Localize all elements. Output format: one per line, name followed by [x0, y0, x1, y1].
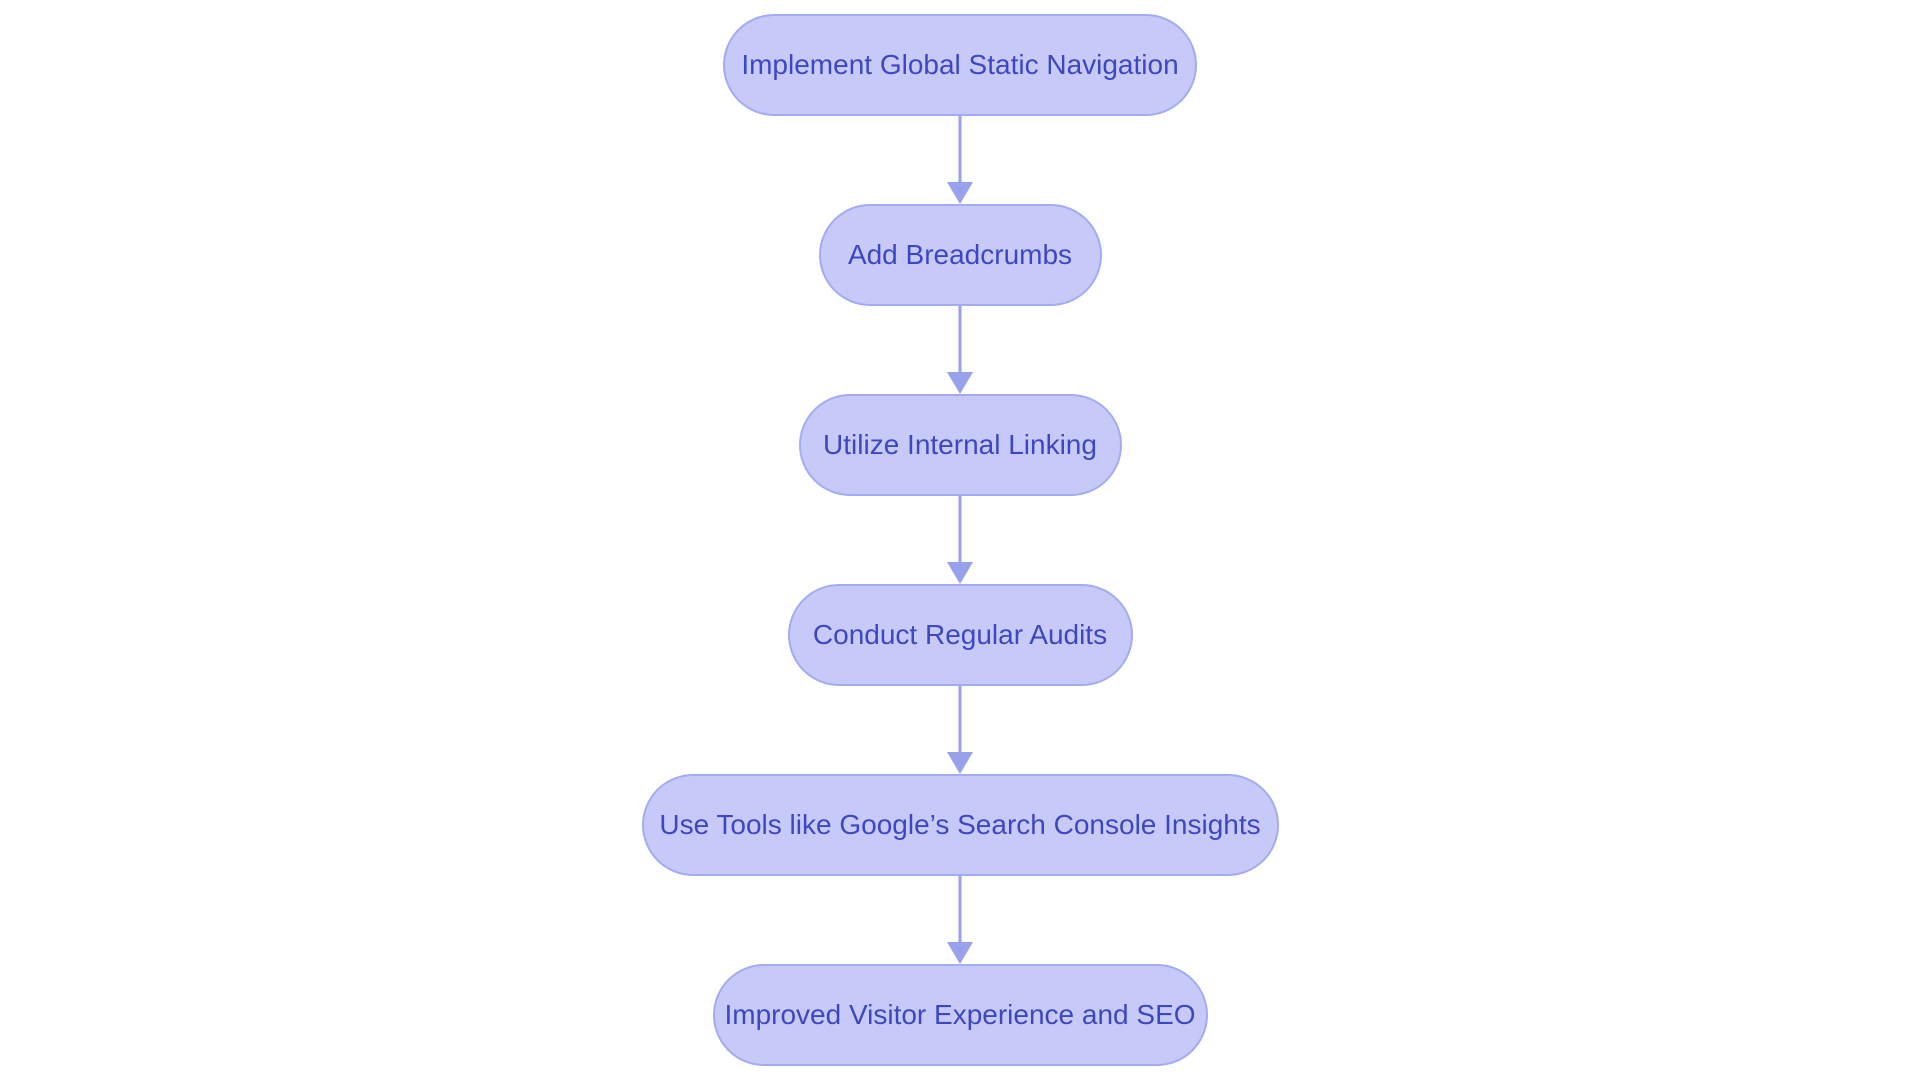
node-improved-visitor-experience-and-seo: Improved Visitor Experience and SEO	[712, 964, 1208, 1066]
node-label: Conduct Regular Audits	[812, 619, 1108, 650]
arrow-line	[958, 686, 962, 754]
flow-arrow	[946, 116, 974, 204]
flow-arrow	[946, 876, 974, 964]
flow-arrow	[946, 686, 974, 774]
flow-arrow	[946, 496, 974, 584]
arrowhead-down-icon	[947, 562, 973, 584]
arrowhead-down-icon	[947, 752, 973, 774]
node-label: Implement Global Static Navigation	[741, 49, 1179, 80]
node-label: Add Breadcrumbs	[847, 239, 1073, 270]
arrow-line	[958, 496, 962, 564]
node-label: Utilize Internal Linking	[823, 429, 1097, 460]
node-use-tools-like-googles-search-console-insights: Use Tools like Google’s Search Console I…	[641, 774, 1279, 876]
node-implement-global-static-navigation: Implement Global Static Navigation	[723, 14, 1197, 116]
node-add-breadcrumbs: Add Breadcrumbs	[818, 204, 1102, 306]
arrowhead-down-icon	[947, 372, 973, 394]
arrow-line	[958, 306, 962, 374]
node-label: Improved Visitor Experience and SEO	[724, 999, 1196, 1030]
node-conduct-regular-audits: Conduct Regular Audits	[787, 584, 1133, 686]
arrow-line	[958, 876, 962, 944]
arrow-line	[958, 116, 962, 184]
node-utilize-internal-linking: Utilize Internal Linking	[798, 394, 1122, 496]
node-label: Use Tools like Google’s Search Console I…	[659, 809, 1261, 840]
flow-arrow	[946, 306, 974, 394]
arrowhead-down-icon	[947, 942, 973, 964]
arrowhead-down-icon	[947, 182, 973, 204]
